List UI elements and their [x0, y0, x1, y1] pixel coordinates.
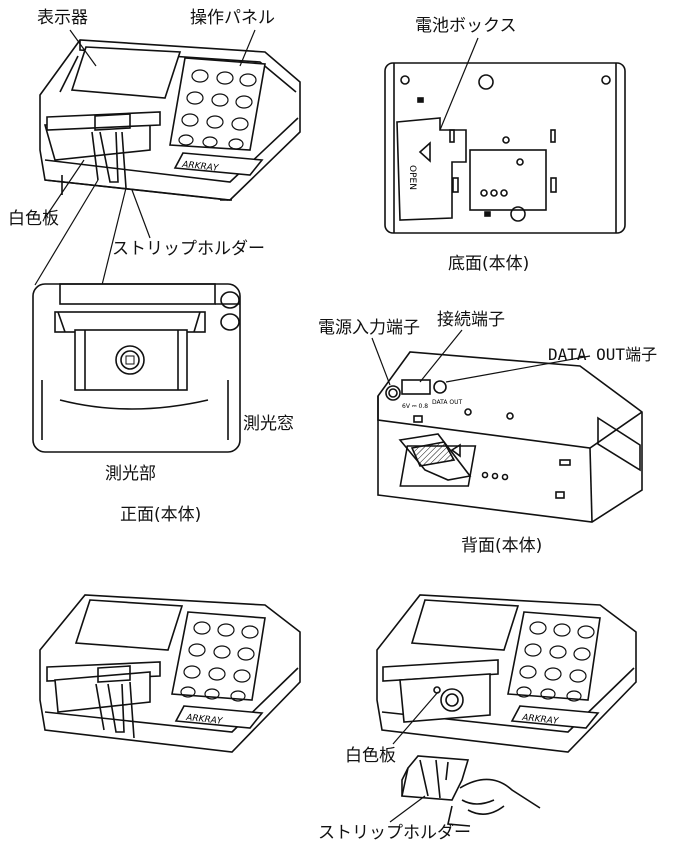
front-caption: 正面(本体) — [120, 505, 202, 525]
control-panel-label: 操作パネル — [190, 8, 275, 28]
bottom-caption: 底面(本体) — [448, 254, 530, 274]
data-out-port-label: DATA OUT — [432, 399, 462, 406]
strip-holder-label-top: ストリップホルダー — [112, 239, 265, 259]
bottom-view-device — [384, 62, 626, 234]
front-keypad — [178, 69, 257, 150]
measurement-window-label: 測光窓 — [243, 414, 294, 434]
battery-open-label: OPEN — [407, 165, 417, 190]
front-logo: ARKRAY — [181, 160, 221, 174]
back-caption: 背面(本体) — [461, 536, 543, 556]
back-view-device — [377, 351, 643, 523]
lower-right-logo: ARKRAY — [521, 713, 561, 727]
front-view-device — [39, 39, 301, 201]
data-out-terminal-label: DATA OUT端子 — [548, 345, 658, 364]
white-board-label-top: 白色板 — [8, 209, 59, 229]
battery-box-label: 電池ボックス — [415, 16, 517, 36]
strip-holder-label-bottom: ストリップホルダー — [318, 823, 471, 843]
lower-left-logo: ARKRAY — [185, 713, 225, 727]
connection-terminal-label: 接続端子 — [437, 310, 505, 330]
measurement-closeup — [32, 283, 241, 453]
power-input-label: 電源入力端子 — [318, 318, 420, 338]
strip-holder-in-hand — [401, 755, 541, 827]
port-voltage-label: 6V ⎓ 0.8 — [402, 403, 428, 410]
lower-left-device — [39, 594, 301, 753]
white-board-label-bottom: 白色板 — [345, 746, 396, 766]
measurement-section-label: 測光部 — [105, 464, 156, 484]
lower-right-device — [376, 594, 637, 753]
display-label: 表示器 — [37, 8, 88, 28]
